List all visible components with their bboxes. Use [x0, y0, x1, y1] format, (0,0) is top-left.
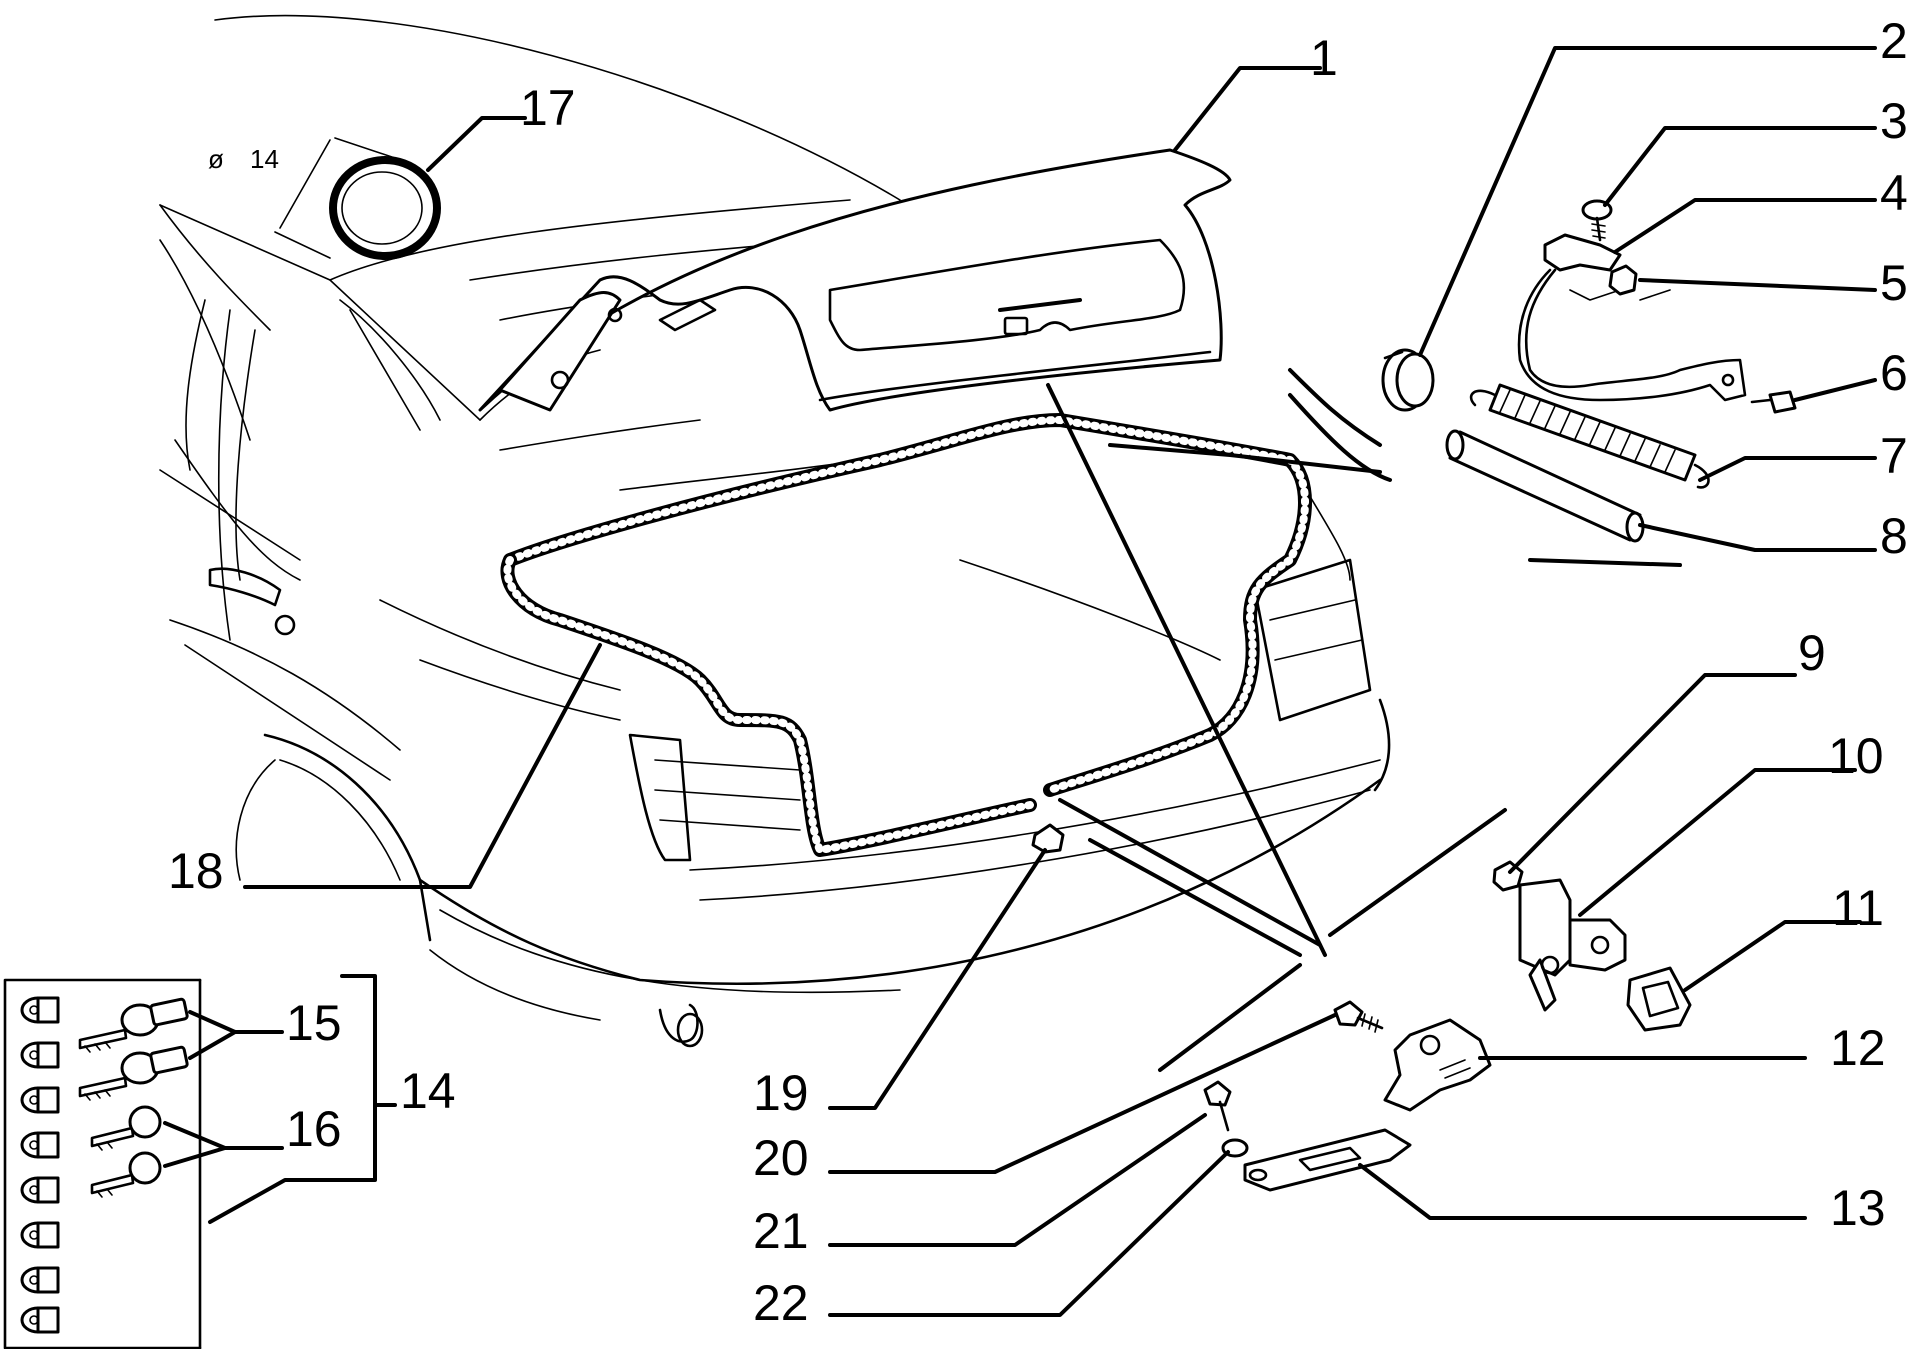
- trunk-lid-part: [478, 148, 1232, 412]
- bolt-20-part: [1333, 1000, 1384, 1033]
- callout-18: 18: [168, 843, 224, 899]
- leader-lines: [163, 46, 1877, 1317]
- callout-2: 2: [1880, 13, 1908, 69]
- callout-10: 10: [1828, 728, 1884, 784]
- callout-labels: 1 2 3 4 5 6 7 8 9 10 11 12 13 14 15 16 1…: [168, 13, 1908, 1331]
- spring-part: [1469, 383, 1710, 489]
- diameter-dimension: ø 14: [208, 144, 279, 174]
- callout-8: 8: [1880, 508, 1908, 564]
- diameter-value: 14: [250, 144, 279, 174]
- callout-5: 5: [1880, 255, 1908, 311]
- latch-part: [1383, 1018, 1492, 1112]
- keys-16-group: [90, 1105, 162, 1198]
- callout-13: 13: [1830, 1180, 1886, 1236]
- callout-1: 1: [1310, 30, 1338, 86]
- striker-plate-part: [1243, 1128, 1412, 1192]
- callout-21: 21: [753, 1203, 809, 1259]
- car-body-drawing: [159, 14, 1391, 1048]
- callout-22: 22: [753, 1275, 809, 1331]
- key-set-box: [3, 978, 202, 1349]
- plug-part: [1381, 348, 1435, 412]
- nut-part: [1608, 264, 1638, 296]
- grommet-part: [1626, 966, 1692, 1032]
- callout-19: 19: [753, 1065, 809, 1121]
- keys-15-group: [78, 997, 189, 1101]
- screw-part: [1581, 199, 1613, 242]
- lock-cylinder-part: [1518, 878, 1627, 1012]
- callout-4: 4: [1880, 165, 1908, 221]
- clip-part: [1031, 823, 1065, 854]
- callout-16: 16: [286, 1101, 342, 1157]
- callout-9: 9: [1798, 625, 1826, 681]
- sleeve-part: [1445, 429, 1645, 543]
- callout-6: 6: [1880, 345, 1908, 401]
- bolt-21-part: [1203, 1080, 1232, 1132]
- callout-17: 17: [520, 80, 576, 136]
- bolt-part: [1750, 390, 1797, 414]
- callout-7: 7: [1880, 428, 1908, 484]
- hinge-part: [1517, 233, 1747, 402]
- callout-11: 11: [1832, 880, 1884, 936]
- lock-cylinders-group: [20, 996, 60, 1334]
- trunk-seal-part: [500, 413, 1312, 857]
- callout-3: 3: [1880, 93, 1908, 149]
- plug-17-part: [274, 137, 441, 260]
- callout-12: 12: [1830, 1020, 1886, 1076]
- callout-15: 15: [286, 995, 342, 1051]
- diameter-symbol: ø: [208, 144, 224, 174]
- callout-20: 20: [753, 1130, 809, 1186]
- callout-14: 14: [400, 1063, 456, 1119]
